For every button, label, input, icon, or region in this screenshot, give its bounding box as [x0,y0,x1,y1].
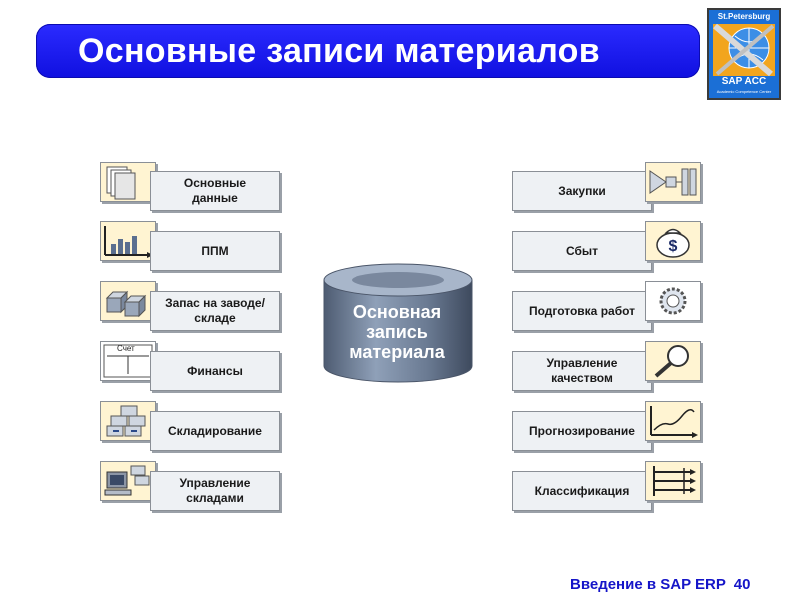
computer-icon [100,461,156,501]
line-chart-icon [645,401,701,441]
classification-icon [645,461,701,501]
right-item-label: Прогнозирование [529,423,635,438]
sap-acc-logo: St.Petersburg SAP ACC Academic Competenc… [707,8,781,100]
logo-city: St.Petersburg [717,12,771,21]
right-item-classification: Классификация [512,471,652,511]
purchasing-flow-icon [645,162,701,202]
page-title: Основные записи материалов [78,31,600,70]
left-item-stock: Запас на заводе/складе [150,291,280,331]
money-bag-icon: $ [645,221,701,261]
left-item-finance: Финансы [150,351,280,391]
title-bar: Основные записи материалов [36,24,700,78]
gear-icon [645,281,701,321]
globe-icon [713,24,775,76]
right-item-forecasting: Прогнозирование [512,411,652,451]
footer-text: Введение в SAP ERP [570,576,726,593]
left-item-label: Финансы [187,363,243,378]
left-item-label: Складирование [168,423,262,438]
footer: Введение в SAP ERP 40 [570,576,770,593]
magnifier-icon [645,341,701,381]
svg-text:$: $ [669,238,678,255]
logo-subtitle: Academic Competence Center [716,89,772,94]
ledger-icon-label: Счет [117,344,135,353]
logo-brand: SAP ACC [721,76,767,87]
right-item-purchasing: Закупки [512,171,652,211]
boxes-icon [100,281,156,321]
left-item-warehousing: Складирование [150,411,280,451]
left-item-mrp: ППМ [150,231,280,271]
documents-icon [100,162,156,202]
left-item-label: ППМ [201,243,229,258]
right-item-label: Управление качеством [546,356,618,385]
right-item-work-scheduling: Подготовка работ [512,291,652,331]
left-item-warehouse-mgmt: Управление складами [150,471,280,511]
page-number: 40 [733,576,751,593]
right-item-sales: Сбыт [512,231,652,271]
left-item-label: Запас на заводе/складе [165,296,265,325]
left-item-basic-data: Основные данные [150,171,280,211]
right-item-label: Подготовка работ [528,303,636,318]
database-cylinder [323,263,473,383]
ledger-icon: Счет [100,341,156,381]
left-item-label: Основные данные [183,176,247,205]
bar-chart-icon [100,221,156,261]
left-item-label: Управление складами [179,476,251,505]
right-item-label: Классификация [534,483,630,498]
right-item-label: Закупки [558,183,606,198]
right-item-label: Сбыт [565,243,599,258]
database-label: Основная запись материала [349,302,445,362]
right-item-quality-mgmt: Управление качеством [512,351,652,391]
shelves-icon [100,401,156,441]
